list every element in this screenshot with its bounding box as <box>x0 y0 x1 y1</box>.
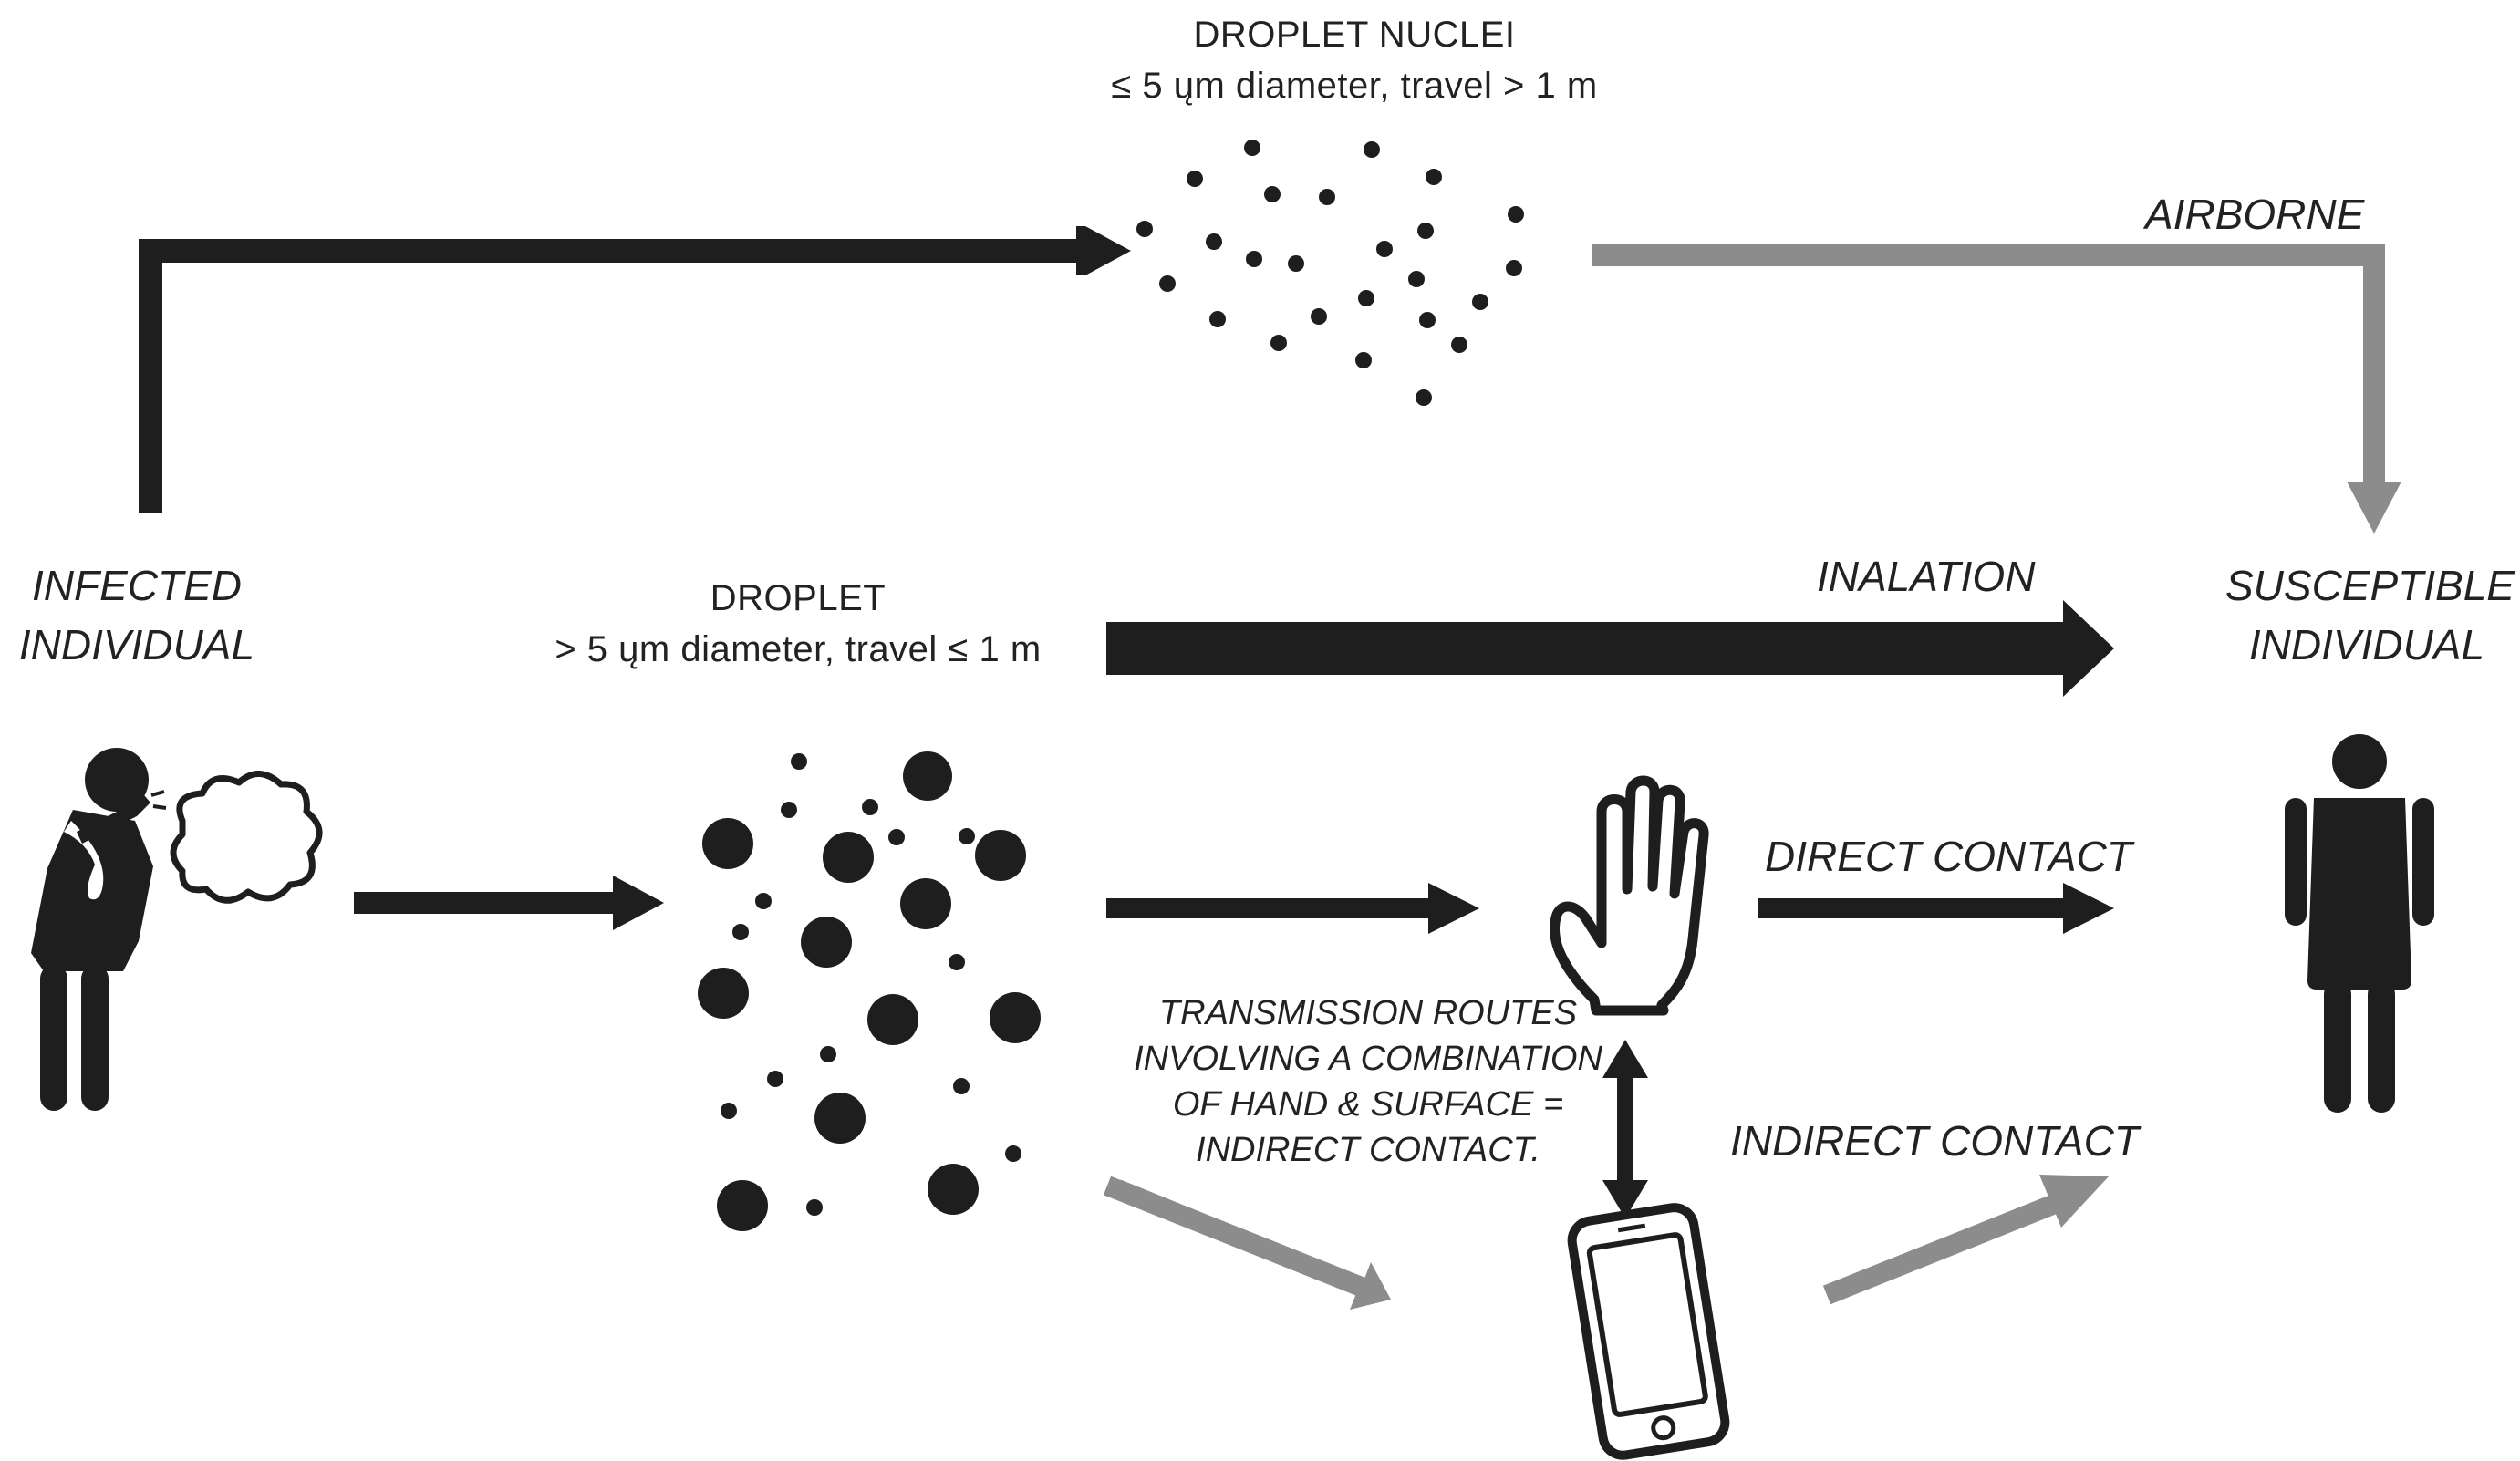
inhalation-label: INALATION <box>1817 553 2036 600</box>
standing-person-icon <box>2285 734 2434 1113</box>
arrow-indirect-contact <box>1822 1175 2109 1305</box>
droplets-cloud <box>698 751 1041 1231</box>
hand-icon <box>1550 775 1709 1016</box>
infected-individual-label-line2: INDIVIDUAL <box>18 621 255 668</box>
droplet-nuclei-cloud <box>1136 140 1524 406</box>
cough-cloud-icon <box>170 771 323 904</box>
arrow-inhalation <box>1106 600 2114 697</box>
arrow-direct-contact <box>1758 883 2114 934</box>
arrow-to-droplets <box>354 876 664 930</box>
airborne-label: AIRBORNE <box>2145 191 2365 238</box>
arrow-to-hand <box>1106 883 1479 934</box>
coughing-person-icon <box>31 748 167 1111</box>
transmission-routes-note-line3: OF HAND & SURFACE = <box>1172 1085 1564 1124</box>
arrow-to-nuclei <box>139 226 1131 513</box>
direct-contact-label: DIRECT CONTACT <box>1765 833 2132 880</box>
arrow-airborne <box>1592 244 2401 534</box>
transmission-routes-note-line4: INDIRECT CONTACT. <box>1196 1131 1540 1169</box>
infected-individual-label-line1: INFECTED <box>32 562 242 609</box>
droplet-title: DROPLET <box>710 578 887 618</box>
susceptible-individual-label-line1: SUSCEPTIBLE <box>2225 562 2515 609</box>
arrow-hand-phone <box>1602 1040 1648 1218</box>
droplet-description: > 5 ųm diameter, travel ≤ 1 m <box>555 629 1042 669</box>
indirect-contact-label: INDIRECT CONTACT <box>1730 1117 2140 1165</box>
susceptible-individual-label-line2: INDIVIDUAL <box>2248 621 2485 668</box>
arrow-droplets-to-surface <box>1103 1176 1391 1310</box>
transmission-routes-note-line2: INVOLVING A COMBINATION <box>1134 1040 1602 1078</box>
droplet-nuclei-description: ≤ 5 ųm diameter, travel > 1 m <box>1111 66 1598 106</box>
smartphone-icon <box>1567 1203 1730 1460</box>
droplet-nuclei-title: DROPLET NUCLEI <box>1193 15 1516 55</box>
transmission-routes-note-line1: TRANSMISSION ROUTES <box>1158 994 1578 1032</box>
